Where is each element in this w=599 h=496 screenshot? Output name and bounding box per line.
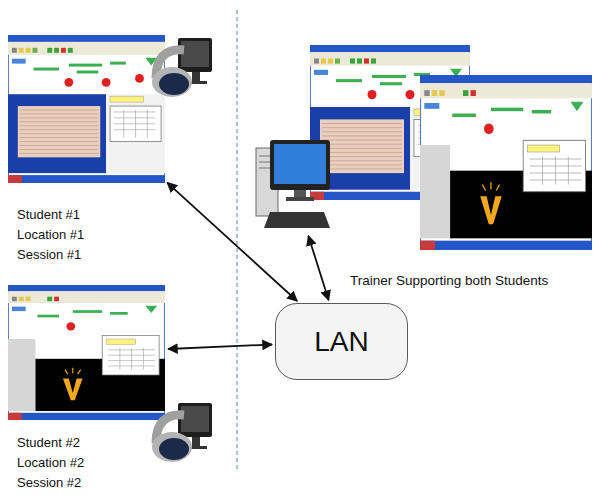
double-arrow: [167, 183, 297, 301]
headset-icon: [152, 403, 212, 462]
student-station: Student #2 Location #2 Session #2: [8, 285, 165, 420]
station-label: Student #1 Location #1 Session #1: [17, 205, 109, 265]
station-label: Student #2 Location #2 Session #2: [17, 433, 109, 493]
network-label: LAN: [314, 326, 368, 358]
screenshot: [8, 285, 165, 420]
trainer-station: Trainer Supporting both Students: [255, 140, 331, 233]
network-box: LAN: [275, 303, 408, 380]
student-station: Student #1 Location #1 Session #1: [8, 35, 165, 183]
computer-icon: [256, 140, 330, 228]
screenshot: [8, 35, 165, 183]
divider-line: [237, 10, 238, 470]
screenshot: [420, 75, 592, 250]
double-arrow: [308, 236, 328, 300]
double-arrow: [168, 345, 272, 350]
station-label: Trainer Supporting both Students: [350, 271, 548, 291]
headset-icon: [152, 38, 212, 97]
